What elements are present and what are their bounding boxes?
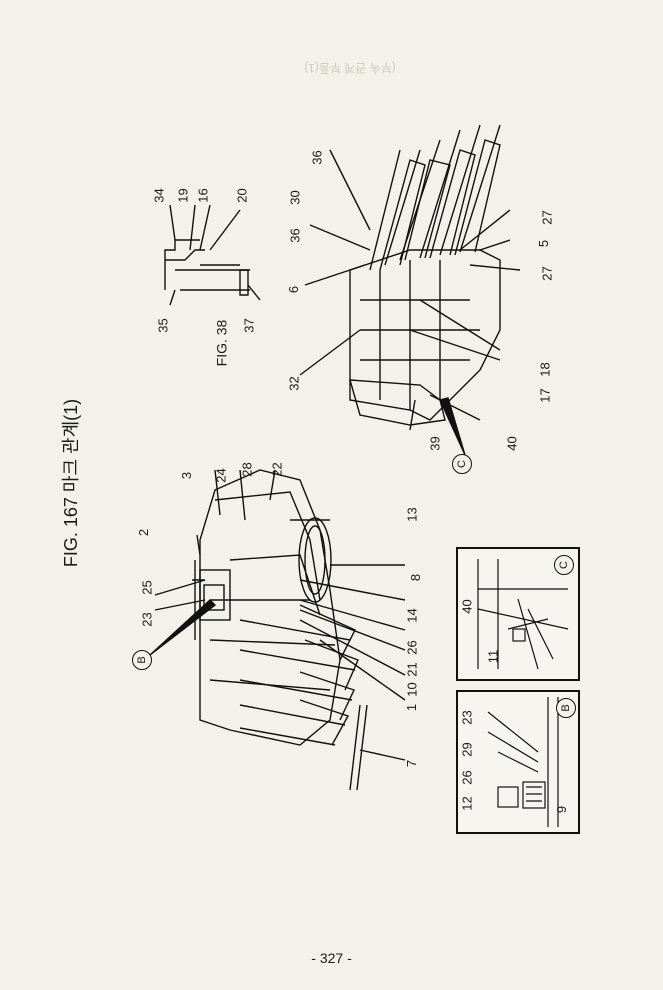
callout: 10 (404, 682, 420, 697)
marker-c: C (452, 454, 472, 474)
callout: 14 (404, 608, 420, 623)
callout: 19 (175, 188, 191, 203)
callout: 6 (286, 285, 302, 294)
callout: 40 (504, 436, 520, 451)
callout: 9 (554, 805, 570, 814)
callout: 5 (536, 239, 552, 248)
page-number: - 327 - (311, 950, 352, 966)
callout: 37 (241, 318, 257, 333)
callout: 23 (459, 710, 475, 725)
inset-b-marker: B (556, 698, 576, 718)
callout: 34 (151, 188, 167, 203)
callout: 2 (136, 528, 152, 537)
marker-b: B (132, 650, 152, 670)
callout: 27 (539, 210, 555, 225)
callout: 24 (213, 468, 229, 483)
callout: 32 (286, 376, 302, 391)
callout: 13 (404, 507, 420, 522)
callout: 16 (195, 188, 211, 203)
callout: 3 (179, 471, 195, 480)
callout: 1 (404, 703, 420, 712)
callout: 36 (287, 228, 303, 243)
callout: 21 (404, 662, 420, 677)
callout: 39 (427, 436, 443, 451)
callout: 18 (537, 362, 553, 377)
callout: 20 (234, 188, 250, 203)
callout: 29 (459, 742, 475, 757)
fig38-label: FIG. 38 (213, 319, 230, 367)
inset-c: 40 11 C (456, 547, 580, 681)
callout: 36 (309, 150, 325, 165)
callout: 8 (408, 573, 424, 582)
main-assembly-drawing (154, 469, 406, 791)
callout: 11 (485, 649, 501, 664)
callout: 30 (287, 190, 303, 205)
rear-assembly-drawing (299, 124, 521, 431)
callout: 26 (404, 640, 420, 655)
callout: 25 (139, 580, 155, 595)
callout: 35 (155, 318, 171, 333)
callout: 40 (459, 599, 475, 614)
inset-b-drawing (487, 697, 559, 827)
callout: 23 (139, 612, 155, 627)
callout: 17 (537, 388, 553, 403)
fig38-drawing (164, 204, 261, 306)
inset-c-marker: C (554, 555, 574, 575)
callout: 12 (459, 796, 475, 811)
callout: 27 (539, 266, 555, 281)
callout: 28 (239, 462, 255, 477)
callout: 22 (269, 462, 285, 477)
inset-c-drawing (477, 559, 569, 670)
callout: 26 (459, 770, 475, 785)
inset-b: 23 29 26 12 9 B (456, 690, 580, 834)
callout: 7 (404, 759, 420, 768)
